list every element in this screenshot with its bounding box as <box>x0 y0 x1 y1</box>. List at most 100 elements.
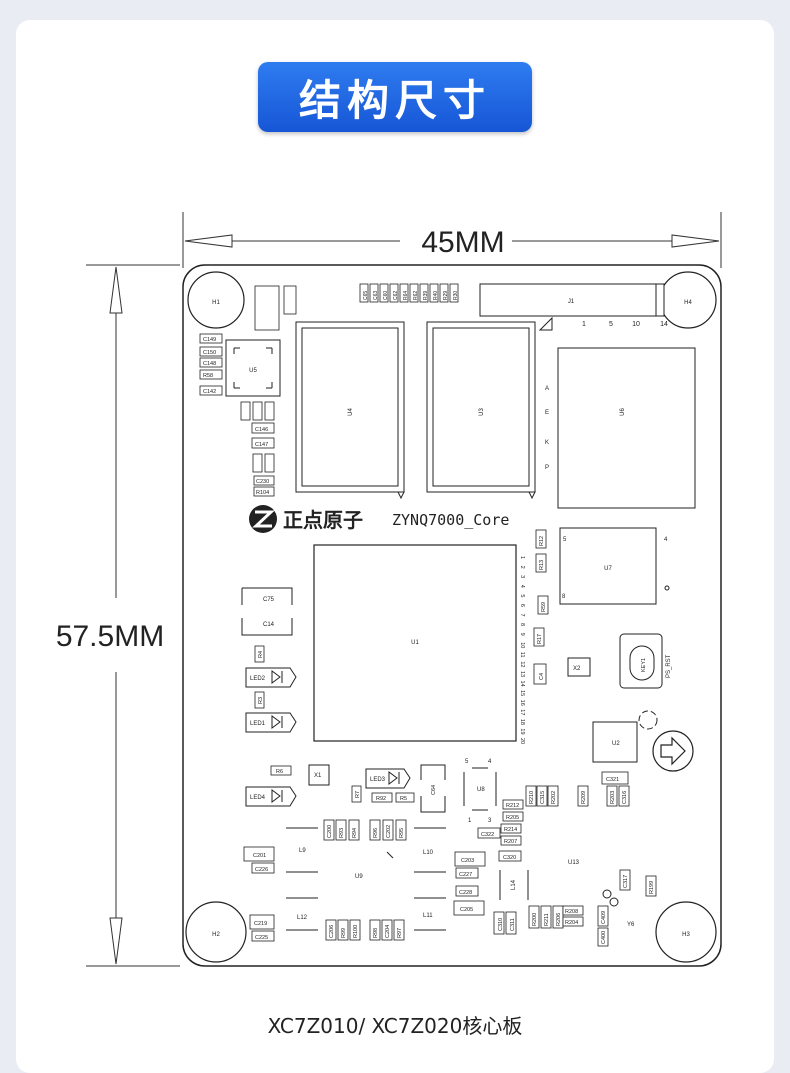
svg-text:H1: H1 <box>212 300 220 306</box>
mid-resistors <box>254 645 415 803</box>
mounting-hole-h2: H2 <box>185 901 247 963</box>
svg-text:R64: R64 <box>403 291 409 300</box>
cap-c64 <box>420 764 446 813</box>
svg-text:3: 3 <box>488 818 492 824</box>
led2-label: LED2 <box>250 676 266 682</box>
svg-text:8: 8 <box>562 594 566 600</box>
crystal-x1 <box>308 764 330 786</box>
u6-label: U6 <box>620 408 626 416</box>
svg-text:U9: U9 <box>355 874 363 880</box>
bottom-left-labels: C201 C226 C219 C225 C200 R93 R94 R96 C20… <box>253 825 405 941</box>
svg-text:C409: C409 <box>601 911 607 924</box>
svg-text:C227: C227 <box>459 872 472 878</box>
bottom-right-circle-a <box>602 889 612 899</box>
svg-text:R96: R96 <box>373 828 379 838</box>
key1-label: KEY1 <box>641 658 647 672</box>
u6-pin-labels: A E K P <box>545 386 549 471</box>
u1-col-label: 17 <box>519 709 525 715</box>
svg-text:R62: R62 <box>413 291 419 300</box>
svg-text:H2: H2 <box>212 932 220 938</box>
chip-u1-zynq <box>313 544 517 742</box>
led1-label: LED1 <box>250 721 266 727</box>
brand-logo-text: 正点原子 <box>283 508 363 532</box>
u1-col-label: 18 <box>519 719 525 725</box>
center-small-labels: R212 R205 C322 R214 R207 C320 C203 C227 … <box>459 803 519 931</box>
l14-label: L14 <box>511 879 517 890</box>
svg-text:C203: C203 <box>461 858 474 864</box>
svg-text:R29: R29 <box>443 291 449 300</box>
svg-text:R39: R39 <box>423 291 429 300</box>
led2 <box>245 667 297 688</box>
cap-c75-c14 <box>241 587 293 636</box>
svg-text:R204: R204 <box>565 920 578 926</box>
u1-col-label: 15 <box>519 690 525 696</box>
svg-text:C150: C150 <box>203 350 216 356</box>
svg-text:C311: C311 <box>510 918 516 931</box>
svg-text:C146: C146 <box>255 427 268 433</box>
svg-text:C63: C63 <box>373 291 379 300</box>
svg-text:R5: R5 <box>400 796 407 802</box>
board-model-text: ZYNQ7000_Core <box>392 511 509 529</box>
page-title: 结构尺寸 <box>298 75 491 125</box>
svg-text:R206: R206 <box>556 913 562 926</box>
mounting-hole-h1: H1 <box>187 271 245 329</box>
bottom-left-parts <box>243 819 407 942</box>
inductor-l14 <box>499 870 529 900</box>
u1-col-label: 3 <box>519 575 525 578</box>
svg-text:C310: C310 <box>498 918 504 931</box>
u1-col-label: 7 <box>519 613 525 616</box>
svg-text:E: E <box>545 410 549 416</box>
svg-text:R209: R209 <box>581 791 587 804</box>
svg-text:C62: C62 <box>393 291 399 300</box>
svg-text:R214: R214 <box>504 827 517 833</box>
title-banner: 结构尺寸 <box>258 62 532 132</box>
inductor-labels: L9 L10 L12 L11 U9 <box>297 848 434 921</box>
svg-text:C322: C322 <box>481 832 494 838</box>
right-column-parts <box>525 529 657 897</box>
svg-text:P: P <box>545 465 549 471</box>
width-label: 45MM <box>421 226 504 259</box>
led3 <box>365 768 411 789</box>
svg-text:L12: L12 <box>297 915 308 921</box>
u1-col-label: 13 <box>519 671 525 677</box>
svg-text:R207: R207 <box>504 839 517 845</box>
svg-text:4: 4 <box>488 759 492 765</box>
svg-text:L10: L10 <box>423 850 434 856</box>
svg-text:C320: C320 <box>503 855 516 861</box>
svg-text:C219: C219 <box>254 921 267 927</box>
u1-col-label: 20 <box>519 738 525 744</box>
u1-col-label: 8 <box>519 623 525 626</box>
u1-col-label: 11 <box>519 652 525 658</box>
u1-col-label: 5 <box>519 594 525 597</box>
u1-col-label: 9 <box>519 633 525 636</box>
reset-key <box>619 633 663 689</box>
u13-label: U13 <box>568 860 580 866</box>
svg-text:5: 5 <box>563 537 567 543</box>
led3-label: LED3 <box>370 777 386 783</box>
u9-region <box>286 827 446 931</box>
svg-text:C202: C202 <box>386 825 392 838</box>
svg-text:C400: C400 <box>601 931 607 944</box>
svg-text:R212: R212 <box>506 803 519 809</box>
svg-text:C226: C226 <box>255 867 268 873</box>
u1-col-label: 2 <box>519 566 525 569</box>
u1-col-label: 6 <box>519 604 525 607</box>
svg-text:1: 1 <box>468 818 472 824</box>
c75-c14-labels: C75 C14 <box>263 597 275 628</box>
u2-label: U2 <box>612 741 620 747</box>
u1-col-label: 1 <box>519 556 525 559</box>
chip-u6 <box>557 347 696 509</box>
chip-u7 <box>559 527 657 605</box>
svg-text:R92: R92 <box>376 796 386 802</box>
svg-text:R210: R210 <box>529 791 535 804</box>
c145-c144 <box>254 285 297 331</box>
svg-text:L11: L11 <box>423 913 433 919</box>
u1-col-label: 14 <box>519 681 525 687</box>
svg-text:H3: H3 <box>682 932 690 938</box>
brand-logo <box>249 505 277 533</box>
key1-net-label: PS_RST <box>666 654 672 678</box>
connector-j1 <box>479 283 665 331</box>
svg-text:R200: R200 <box>532 913 538 926</box>
svg-text:R93: R93 <box>339 828 345 838</box>
